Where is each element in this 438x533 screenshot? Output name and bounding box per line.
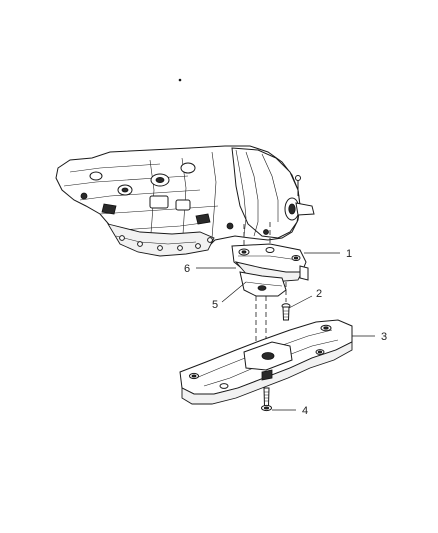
callout-5: 5 [212,299,218,311]
insulator-part-5 [239,265,309,297]
callout-2: 2 [316,288,322,300]
bolt-part-4 [261,387,272,412]
crossmember-part-3 [179,319,353,405]
callout-labels: 1 2 3 4 5 6 [184,248,387,417]
callout-1: 1 [346,248,352,260]
callout-4: 4 [302,405,308,417]
transmission-assembly [55,78,315,257]
pan-bolts [119,235,213,251]
leader-lines [196,252,375,411]
callout-3: 3 [381,331,387,343]
bolt-part-2 [281,303,291,321]
callout-6: 6 [184,263,190,275]
